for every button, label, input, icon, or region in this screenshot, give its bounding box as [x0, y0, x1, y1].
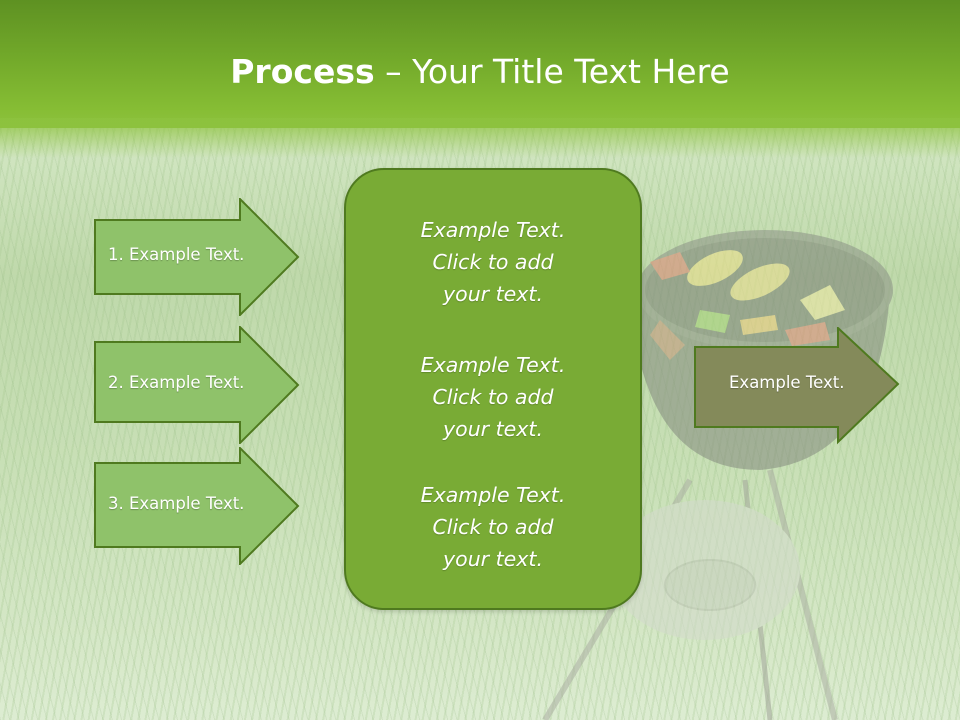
left-arrow-2-label: 2. Example Text. [108, 373, 245, 392]
center-block-2-line-2: Click to add [432, 385, 554, 409]
left-arrow-3[interactable] [94, 447, 300, 565]
center-block-2-line-1: Example Text. [420, 353, 566, 377]
left-arrow-1-label: 1. Example Text. [108, 245, 245, 264]
title-bar [0, 0, 960, 128]
center-block-2-line-3: your text. [443, 417, 543, 441]
slide-title[interactable]: Process – Your Title Text Here [0, 52, 960, 91]
center-block-3-line-2: Click to add [432, 515, 554, 539]
center-block-3-line-3: your text. [443, 547, 543, 571]
left-arrow-2[interactable] [94, 326, 300, 444]
center-text-block-1: Example Text. Click to add your text. [346, 214, 640, 310]
center-block-3-line-1: Example Text. [420, 483, 566, 507]
center-block-1-line-2: Click to add [432, 250, 554, 274]
center-block-1-line-3: your text. [443, 282, 543, 306]
center-text-box[interactable]: Example Text. Click to add your text. Ex… [344, 168, 642, 610]
title-bar-fade [0, 118, 960, 158]
title-bold-part: Process [230, 52, 375, 91]
right-arrow-label: Example Text. [729, 373, 845, 392]
center-text-block-3: Example Text. Click to add your text. [346, 479, 640, 575]
center-block-1-line-1: Example Text. [420, 218, 566, 242]
right-arrow[interactable] [694, 327, 900, 445]
left-arrow-1[interactable] [94, 198, 300, 316]
center-text-block-2: Example Text. Click to add your text. [346, 349, 640, 445]
left-arrow-3-label: 3. Example Text. [108, 494, 245, 513]
title-rest-part: – Your Title Text Here [374, 52, 730, 91]
